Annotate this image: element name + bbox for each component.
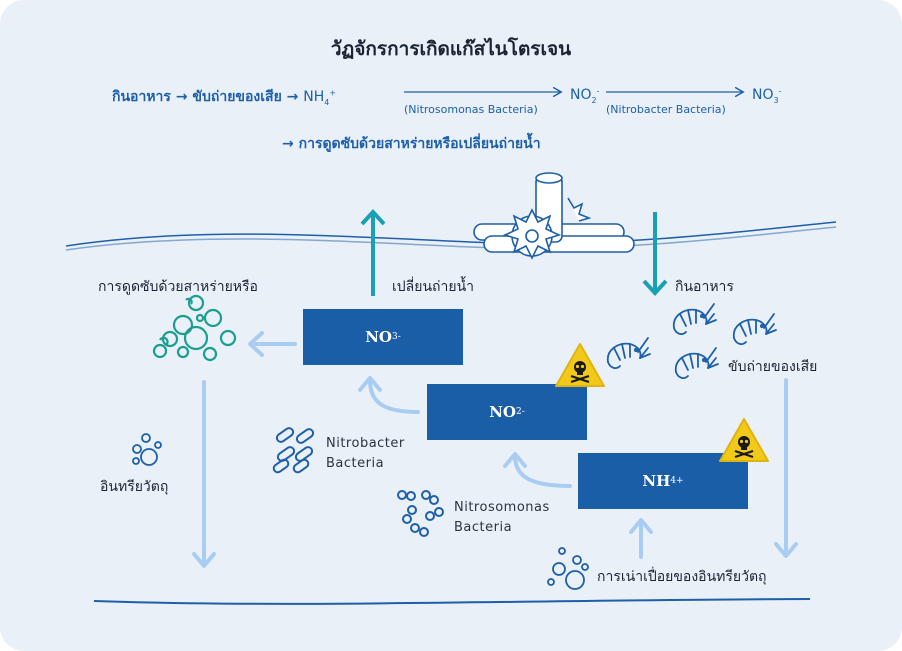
water-surface — [65, 221, 837, 251]
absorb-algae-label: การดูดซับด้วยสาหร่ายหรือ — [98, 279, 258, 295]
bubbles-icon — [547, 547, 589, 590]
organic-label: อินทรียวัตถุ — [100, 479, 169, 495]
cycle-arrows — [192, 331, 798, 568]
flow-excrete: ขับถ่ายของเสีย — [192, 89, 282, 105]
bacteria-icon — [272, 427, 315, 474]
feeding-arrow — [642, 212, 668, 296]
diagram-title: วัฏจักรการเกิดแก๊สไนโตรเจน — [330, 38, 572, 60]
decompose-label: การเน่าเปื่อยของอินทรียวัตถุ — [597, 569, 767, 585]
algae-icon — [152, 294, 237, 362]
flow-no3: NO3- — [752, 86, 782, 105]
hazard-icon — [555, 343, 605, 387]
eat-label: กินอาหาร — [675, 279, 734, 295]
flow-arrow: → — [286, 89, 299, 105]
excrete-label: ขับถ่ายของเสีย — [728, 359, 818, 375]
flow-eat: กินอาหาร — [112, 89, 171, 105]
shrimp-icon — [606, 303, 777, 379]
flow-arrow: → — [175, 89, 188, 105]
pond-bottom — [93, 598, 811, 605]
flow-line: กินอาหาร → ขับถ่ายของเสีย → NH4+ — [112, 86, 336, 108]
water-change-arrow — [360, 209, 386, 296]
hazard-icon — [719, 418, 769, 462]
flow-no2: NO2- — [570, 86, 600, 105]
bubbles-icon — [132, 433, 162, 466]
flow-nitrosomonas: (Nitrosomonas Bacteria) — [404, 103, 538, 116]
bacteria-icon — [397, 490, 444, 537]
flow-nh4: NH4+ — [303, 88, 337, 107]
flow-nitrobacter: (Nitrobacter Bacteria) — [606, 103, 726, 116]
water-change-label: เปลี่ยนถ่ายน้ำ — [392, 279, 474, 295]
flow-absorb: → การดูดซับด้วยสาหร่ายหรือเปลี่ยนถ่ายน้ำ — [282, 136, 541, 152]
aerator-icon — [473, 172, 635, 260]
